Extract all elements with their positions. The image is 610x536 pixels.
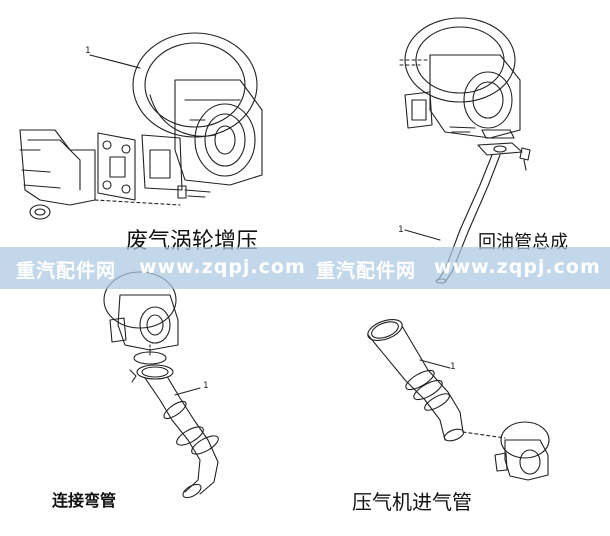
watermark-banner: 重汽配件网 www.zqpj.com 重汽配件网 www.zqpj.com [0, 247, 610, 289]
part-number-intake: 1 [450, 362, 456, 372]
part-number-turbo: 1 [85, 46, 91, 56]
watermark-brand: 重汽配件网 [16, 260, 117, 282]
watermark-url: www.zqpj.com [434, 256, 601, 278]
part-number-elbow: 1 [203, 381, 209, 391]
part-number-oil-pipe: 1 [398, 225, 404, 235]
label-compressor-intake: 压气机进气管 [352, 490, 472, 514]
label-connecting-elbow: 连接弯管 [52, 491, 117, 510]
watermark-brand: 重汽配件网 [316, 260, 417, 282]
turbocharger-drawing [19, 32, 263, 220]
watermark-url: www.zqpj.com [139, 256, 306, 278]
compressor-intake-drawing [367, 318, 550, 481]
oil-return-drawing [399, 17, 531, 284]
